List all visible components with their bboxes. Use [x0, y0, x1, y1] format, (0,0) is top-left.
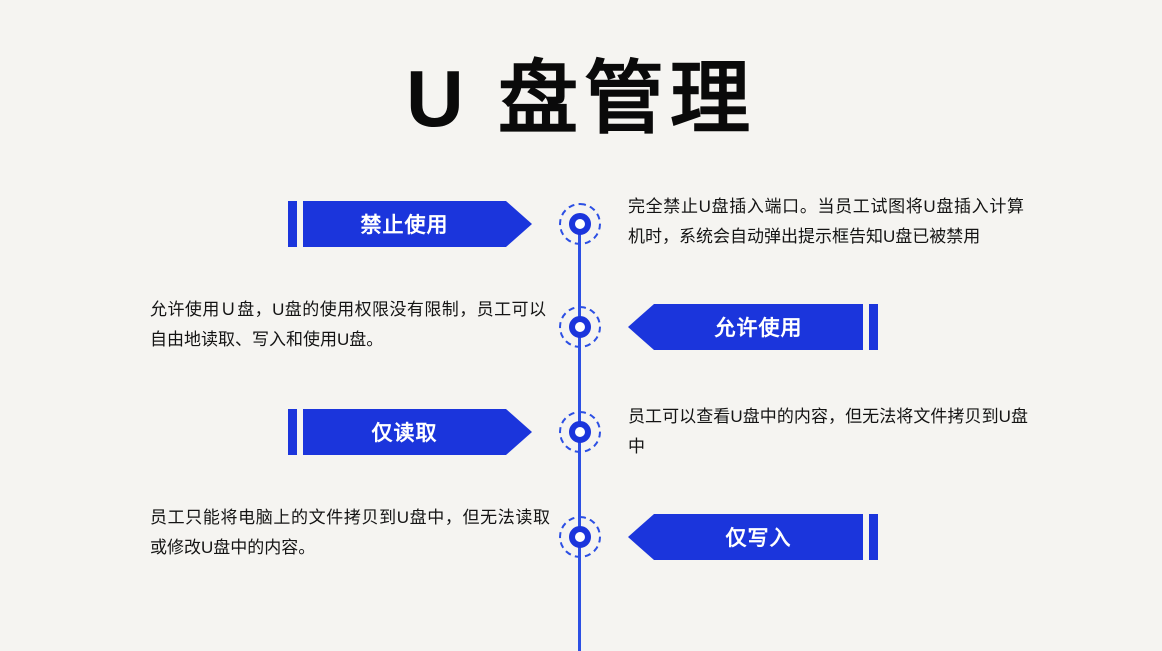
item-description: 员工只能将电脑上的文件拷贝到U盘中，但无法读取或修改U盘中的内容。: [150, 508, 550, 558]
timeline-node: [559, 306, 601, 348]
item-description: 员工可以查看U盘中的内容，但无法将文件拷贝到U盘中: [628, 407, 1028, 457]
banner-label: 允许使用: [628, 304, 863, 350]
banner-accent-bar: [288, 409, 297, 455]
timeline-node-dot: [569, 316, 591, 338]
banner-label: 禁止使用: [303, 201, 532, 247]
page-title: U 盘管理: [406, 54, 756, 143]
timeline-item-banner-allow: 允许使用: [628, 304, 878, 350]
banner-accent-bar: [869, 514, 878, 560]
timeline-node: [559, 411, 601, 453]
banner-label: 仅写入: [628, 514, 863, 560]
timeline-node-dot: [569, 526, 591, 548]
timeline-item-banner-forbid: 禁止使用: [288, 201, 532, 247]
item-description: 允许使用Ｕ盘，U盘的使用权限没有限制，员工可以自由地读取、写入和使用U盘。: [150, 300, 546, 350]
timeline-node: [559, 516, 601, 558]
timeline-item-banner-write-only: 仅写入: [628, 514, 878, 560]
timeline-node-dot: [569, 421, 591, 443]
banner-accent-bar: [288, 201, 297, 247]
banner-accent-bar: [869, 304, 878, 350]
timeline-node-dot: [569, 213, 591, 235]
banner-label: 仅读取: [303, 409, 532, 455]
timeline-node: [559, 203, 601, 245]
item-description: 完全禁止U盘插入端口。当员工试图将U盘插入计算机时，系统会自动弹出提示框告知U盘…: [628, 197, 1024, 247]
timeline-item-banner-read-only: 仅读取: [288, 409, 532, 455]
